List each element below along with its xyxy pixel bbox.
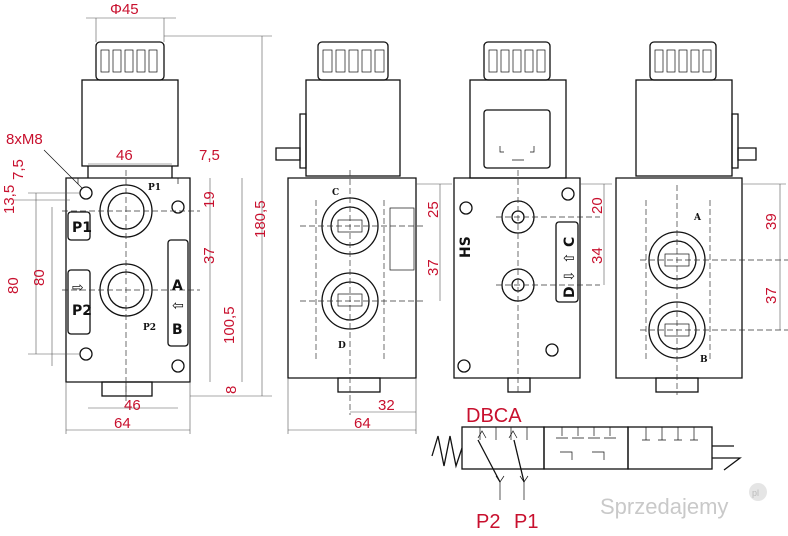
front-view bbox=[62, 41, 200, 405]
label-hs: HS bbox=[458, 236, 474, 258]
dim-thread: 8xM8 bbox=[6, 131, 43, 148]
dim-100-5: 100,5 bbox=[221, 306, 238, 344]
right-view-dimensions bbox=[742, 183, 786, 330]
side-dim-text: 25 37 64 32 C D bbox=[332, 188, 442, 432]
label-c-back: C bbox=[562, 237, 578, 247]
dim-34: 34 bbox=[589, 247, 606, 264]
dim-7-5-left: 7,5 bbox=[10, 159, 27, 180]
back-view bbox=[453, 41, 600, 395]
dim-13-5: 13,5 bbox=[1, 185, 18, 214]
dim-180-5: 180,5 bbox=[252, 200, 269, 238]
arrow-up-c: ⇧ bbox=[562, 252, 578, 264]
label-p2-box: P2 bbox=[72, 303, 92, 319]
watermark: Sprzedajemy pl bbox=[600, 483, 767, 519]
front-port-labels: P1 ⇨ P2 P1 P2 A ⇦ B bbox=[72, 183, 184, 338]
schematic-port-p2: P2 bbox=[476, 511, 500, 533]
front-dim-text: Φ45 46 7,5 8xM8 7,5 13,5 19 37 180,5 100… bbox=[1, 1, 269, 432]
dim-37-side: 37 bbox=[425, 259, 442, 276]
label-b-box: B bbox=[172, 322, 183, 338]
label-p2-small: P2 bbox=[143, 323, 156, 333]
label-p1-small: P1 bbox=[148, 183, 161, 193]
dim-25: 25 bbox=[425, 201, 442, 218]
dim-coil-diameter: Φ45 bbox=[110, 1, 139, 18]
label-d-back: D bbox=[562, 286, 578, 298]
watermark-logo bbox=[749, 483, 767, 501]
right-dim-text: 39 37 A B bbox=[693, 213, 780, 365]
schematic-ports-top: DBCA bbox=[466, 405, 522, 427]
dim-80-b: 80 bbox=[31, 269, 48, 286]
hydraulic-schematic: DBCA P2 P1 bbox=[431, 405, 742, 533]
dim-64-side: 64 bbox=[354, 415, 371, 432]
dim-37-front: 37 bbox=[201, 247, 218, 264]
side-view-dimensions bbox=[287, 183, 452, 434]
dim-46-bottom: 46 bbox=[124, 397, 141, 414]
watermark-text: Sprzedajemy bbox=[600, 494, 728, 519]
dim-80-a: 80 bbox=[5, 277, 22, 294]
dim-19: 19 bbox=[201, 191, 218, 208]
dim-39: 39 bbox=[763, 213, 780, 230]
dim-7-5-top: 7,5 bbox=[199, 147, 220, 164]
label-p1-box: P1 bbox=[72, 220, 92, 236]
label-c-side: C bbox=[332, 188, 339, 198]
dim-37-right: 37 bbox=[763, 287, 780, 304]
arrow-right-p2: ⇨ bbox=[72, 280, 84, 296]
label-a-right: A bbox=[693, 213, 702, 223]
watermark-logo-text: pl bbox=[752, 488, 759, 498]
label-b-right: B bbox=[700, 355, 708, 365]
dim-32: 32 bbox=[378, 397, 395, 414]
dim-20: 20 bbox=[589, 197, 606, 214]
side-view bbox=[275, 41, 426, 415]
dim-8: 8 bbox=[223, 386, 240, 394]
back-view-dimensions bbox=[580, 183, 612, 285]
label-d-side: D bbox=[338, 341, 346, 351]
dim-64-front: 64 bbox=[114, 415, 131, 432]
arrow-down-d: ⇩ bbox=[562, 270, 578, 282]
dim-width-46-top: 46 bbox=[116, 147, 133, 164]
arrow-left-ab: ⇦ bbox=[172, 298, 184, 314]
right-view bbox=[615, 41, 788, 395]
back-dim-text: 20 34 HS C ⇧ ⇩ D bbox=[458, 197, 606, 298]
front-view-dimensions bbox=[14, 17, 272, 434]
schematic-port-p1: P1 bbox=[514, 511, 538, 533]
label-a-box: A bbox=[172, 278, 183, 294]
